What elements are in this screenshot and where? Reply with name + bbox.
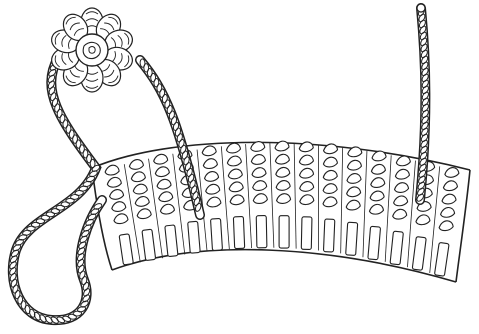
cable-twist bbox=[129, 160, 143, 170]
stitch-post bbox=[256, 216, 267, 248]
cord-loop-end bbox=[417, 4, 425, 12]
cable-twist bbox=[135, 197, 149, 207]
stitch-post bbox=[323, 219, 334, 252]
cable-twist bbox=[442, 194, 456, 204]
cable-twist bbox=[347, 160, 361, 170]
cable-twist bbox=[276, 181, 290, 191]
cable-twist bbox=[299, 155, 313, 165]
band-outline-bottom bbox=[112, 250, 456, 282]
column-divider bbox=[246, 144, 252, 248]
stitch-post bbox=[119, 234, 133, 265]
cable-twist bbox=[323, 157, 337, 167]
cable-twist bbox=[131, 172, 145, 182]
flower-cord bbox=[140, 59, 202, 215]
cable-twist bbox=[347, 174, 361, 184]
column-divider bbox=[385, 155, 391, 262]
cable-twist bbox=[114, 214, 128, 224]
cable-twist bbox=[323, 197, 337, 207]
cable-twist bbox=[205, 172, 219, 182]
stitch-post bbox=[188, 221, 201, 253]
cable-twist bbox=[110, 190, 124, 200]
stitch-post bbox=[301, 217, 312, 250]
column-divider bbox=[270, 143, 274, 248]
cable-twist bbox=[252, 168, 266, 178]
cable-twist bbox=[202, 146, 216, 156]
cable-twist bbox=[439, 221, 453, 231]
stitch-post bbox=[390, 231, 403, 265]
cable-twist bbox=[347, 187, 361, 197]
cable-twist bbox=[323, 184, 337, 194]
cable-twist bbox=[226, 143, 240, 153]
crochet-flower bbox=[49, 8, 136, 92]
cable-twist bbox=[159, 192, 173, 202]
cable-twist bbox=[372, 151, 386, 161]
stitch-post bbox=[211, 218, 223, 250]
cable-twist bbox=[253, 181, 267, 191]
right-chain-cord bbox=[416, 4, 430, 202]
stitch-post bbox=[233, 216, 244, 248]
cable-twist bbox=[395, 169, 409, 179]
cable-twist bbox=[251, 155, 265, 165]
cable-twist bbox=[371, 178, 385, 188]
stitch-post bbox=[279, 216, 289, 248]
cable-twist bbox=[300, 182, 314, 192]
cable-twist bbox=[369, 204, 383, 214]
cable-twist bbox=[206, 184, 220, 194]
cable-twist bbox=[371, 164, 385, 174]
cable-twist bbox=[228, 169, 242, 179]
cable-twist bbox=[276, 167, 290, 177]
cable-twist bbox=[137, 209, 151, 219]
cable-twist bbox=[155, 167, 169, 177]
cable-twist bbox=[112, 202, 126, 212]
cable-twist bbox=[253, 194, 267, 204]
column-divider bbox=[341, 147, 343, 253]
stitch-post bbox=[165, 225, 178, 257]
band-stitch-columns bbox=[105, 141, 459, 276]
cable-twist bbox=[370, 191, 384, 201]
cable-twist bbox=[443, 181, 457, 191]
stitch-post bbox=[346, 222, 358, 255]
column-divider bbox=[363, 151, 367, 257]
cable-twist bbox=[275, 154, 289, 164]
band-outline-right bbox=[456, 170, 470, 282]
cable-twist bbox=[300, 168, 314, 178]
cable-twist bbox=[105, 165, 119, 175]
cable-twist bbox=[207, 197, 221, 207]
cable-twist bbox=[160, 204, 174, 214]
cable-twist bbox=[394, 196, 408, 206]
stitch-post bbox=[142, 229, 156, 260]
cable-twist bbox=[230, 195, 244, 205]
cable-twist bbox=[393, 209, 407, 219]
column-divider bbox=[294, 143, 296, 248]
cable-twist bbox=[300, 195, 314, 205]
cable-twist bbox=[445, 168, 459, 178]
cable-twist bbox=[227, 156, 241, 166]
stitch-post bbox=[434, 242, 449, 276]
cable-twist bbox=[133, 184, 147, 194]
cable-twist bbox=[416, 215, 430, 225]
left-chain-cord bbox=[8, 57, 102, 324]
stitch-post bbox=[368, 226, 381, 259]
cable-twist bbox=[323, 170, 337, 180]
cable-twist bbox=[107, 177, 121, 187]
cable-twist bbox=[157, 179, 171, 189]
stitch-post bbox=[412, 237, 426, 271]
cable-twist bbox=[154, 154, 168, 164]
cable-twist bbox=[396, 156, 410, 166]
cable-twist bbox=[441, 207, 455, 217]
cable-twist bbox=[203, 159, 217, 169]
cable-twist bbox=[229, 182, 243, 192]
cable-twist bbox=[277, 194, 291, 204]
crochet-band bbox=[92, 141, 470, 282]
flower-center bbox=[76, 34, 108, 66]
cable-twist bbox=[395, 183, 409, 193]
cable-twist bbox=[346, 200, 360, 210]
left-cord-links bbox=[8, 57, 102, 324]
